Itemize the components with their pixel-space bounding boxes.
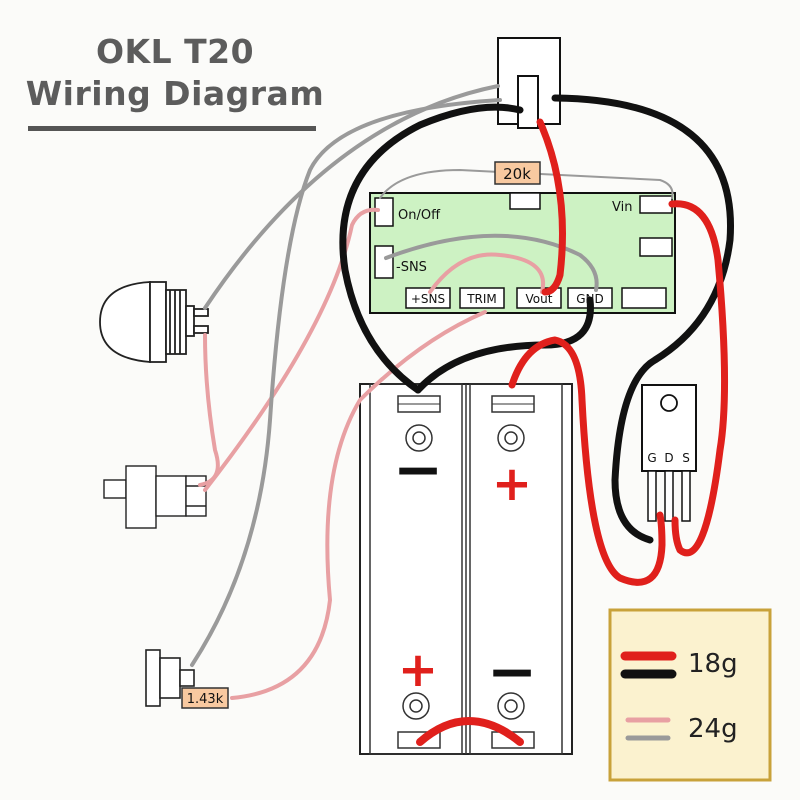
wire-red-bridge — [416, 717, 524, 746]
diagram-title-line2: Wiring Diagram — [25, 74, 325, 113]
battery-holder — [359, 383, 573, 755]
legend-thin-label: 24g — [688, 714, 738, 744]
wire-gray-sns — [384, 233, 599, 292]
wire-pink-button — [198, 333, 220, 487]
wire-gray-pot — [190, 98, 502, 667]
wire-black-connector — [339, 103, 524, 394]
wire-red-vout — [536, 118, 566, 296]
mosfet-pin-g: G — [647, 451, 656, 465]
legend-thick-label: 18g — [688, 649, 738, 679]
resistor-1-43k-label: 1.43k — [187, 692, 224, 707]
pad-vin — [639, 195, 673, 214]
output-connector — [497, 37, 561, 129]
wire-gray-button — [203, 84, 500, 310]
potentiometer — [145, 649, 195, 707]
label-on-off: On/Off — [398, 208, 441, 223]
pad-top-blank — [509, 192, 541, 210]
pad-on-off — [374, 197, 394, 227]
resistor-1-43k: 1.43k — [181, 687, 229, 709]
diagram-title-line1: OKL T20 — [95, 32, 255, 71]
wire-gauge-legend: 18g 24g — [608, 608, 772, 782]
pad-plus-sns — [405, 287, 451, 309]
mosfet-to220 — [641, 384, 697, 522]
resistor-20k-label: 20k — [503, 165, 531, 183]
wires — [190, 84, 735, 746]
label-trim: TRIM — [466, 292, 497, 306]
mosfet-pin-d: D — [664, 451, 673, 465]
wire-pink-onoff — [203, 207, 380, 492]
push-button — [99, 281, 209, 363]
title-underline — [28, 126, 316, 131]
wire-gray-resistor — [379, 169, 674, 199]
label-vout: Vout — [526, 292, 553, 306]
mosfet-pin-s: S — [682, 451, 690, 465]
resistor-20k: 20k — [494, 161, 541, 185]
battery-symbol-top-right: + — [492, 456, 532, 512]
power-module — [369, 192, 676, 314]
slide-switch — [103, 465, 207, 529]
pad-minus-sns — [374, 245, 394, 279]
battery-symbol-top-left: − — [393, 435, 443, 505]
pad-side-blank — [639, 237, 673, 257]
wire-red-vin — [668, 200, 729, 557]
pad-blank-right — [621, 287, 667, 309]
wire-red-drain — [508, 336, 666, 586]
battery-symbol-bottom-right: − — [487, 637, 537, 707]
label-plus-sns: +SNS — [411, 292, 445, 306]
label-minus-sns: -SNS — [396, 260, 427, 275]
wire-pink-trim — [230, 310, 487, 700]
wire-pink-sns — [428, 252, 546, 294]
wire-black-mosfet — [551, 94, 735, 544]
label-vin: Vin — [612, 200, 632, 215]
pad-trim — [459, 287, 505, 309]
battery-symbol-bottom-left: + — [398, 642, 438, 698]
